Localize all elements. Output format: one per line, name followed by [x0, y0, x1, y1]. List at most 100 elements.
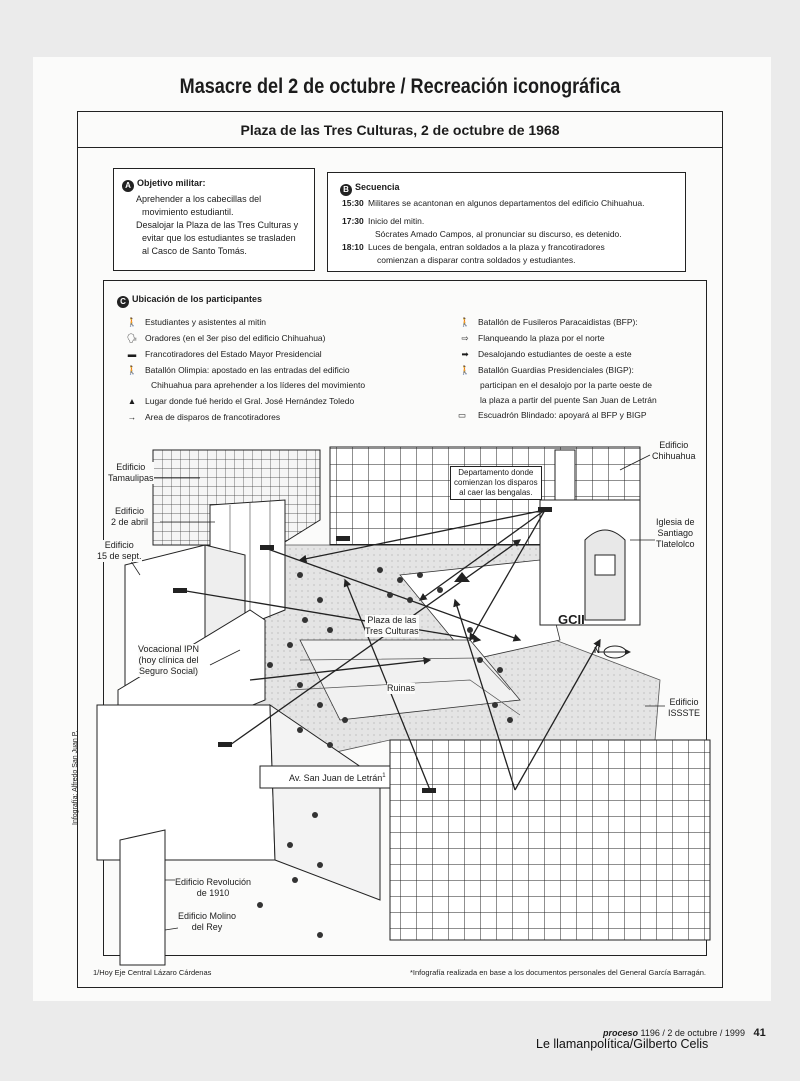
page-number: 41 [753, 1027, 766, 1039]
label-line: Vocacional IPN [138, 644, 200, 654]
sniper-markers [173, 507, 552, 793]
sequence-entry: Sócrates Amado Campos, al pronunciar su … [342, 228, 622, 241]
infographic-subtitle: Plaza de las Tres Culturas, 2 de octubre… [240, 122, 560, 138]
sequence-entry: comienzan a disparar contra soldados y e… [342, 254, 575, 267]
sequence-text: Sócrates Amado Campos, al pronunciar su … [375, 229, 622, 239]
footnote-marker: 1 [382, 773, 386, 779]
label-line: comienzan los disparos [454, 478, 538, 487]
label-line: del Rey [191, 922, 223, 932]
label-line: de 1910 [196, 888, 230, 898]
legend-item-bigp-cont1: participan en el desalojo por la parte o… [480, 380, 653, 390]
legend-label: Flanqueando la plaza por el norte [478, 333, 605, 343]
soldier-figure-icon: 🚶 [459, 365, 471, 375]
box-a-title: Objetivo militar: [137, 178, 206, 188]
sequence-entry: 17:30 Inicio del mitin. [342, 215, 424, 228]
soldier-figure-icon: 🚶 [126, 365, 138, 375]
box-a-line-4: evitar que los estudiantes se trasladen [142, 233, 296, 243]
legend-item-snipers: ▬ Francotiradores del Estado Mayor Presid… [125, 349, 322, 359]
legend-label: Francotiradores del Estado Mayor Preside… [145, 349, 322, 359]
legend-item-olimpia: 🚶 Batallón Olimpia: apostado en las entra… [125, 365, 350, 376]
tank-icon: ▭ [457, 410, 467, 420]
letter-b-badge: B [340, 184, 352, 196]
student-figure-icon: 🚶 [126, 317, 138, 327]
label-line: Tlatelolco [656, 539, 695, 549]
sniper-fire-lines [179, 509, 601, 791]
sequence-text: comienzan a disparar contra soldados y e… [377, 255, 576, 265]
sequence-text: Inicio del mitin. [368, 216, 425, 226]
label-line: Departamento donde [458, 468, 534, 477]
label-line: Edificio Molino [178, 911, 237, 921]
legend-item-students: 🚶Estudiantes y asistentes al mitin [125, 317, 266, 328]
label-line: Tamaulipas [108, 473, 154, 483]
box-a-line-3: Desalojar la Plaza de las Tres Culturas … [136, 220, 299, 230]
label-line: ISSSTE [668, 708, 701, 718]
legend-item-wounded-general: ▲Lugar donde fué herido el Gral. José He… [125, 396, 354, 406]
legend-item-bigp: 🚶Batallón Guardias Presidenciales (BIGP)… [458, 365, 634, 376]
legend-item-armored: ▭ Escuadrón Blindado: apoyará al BFP y BI… [452, 410, 647, 421]
speaker-figure-icon: 🗣 [126, 333, 138, 343]
label-line: Chihuahua [652, 451, 696, 461]
legend-item-speakers: 🗣Oradores (en el 3er piso del edificio C… [125, 333, 326, 344]
label-line: Seguro Social) [139, 666, 199, 676]
label-line: Tres Culturas [365, 626, 419, 636]
infographic-frame [77, 111, 723, 988]
arrow-right-icon: → [127, 412, 137, 422]
label-line: Plaza de las [367, 615, 417, 625]
soldier-figure-icon: 🚶 [459, 317, 471, 327]
sequence-time: 15:30 [342, 198, 364, 208]
sequence-entry: 15:30 Militares se acantonan en algunos d… [342, 197, 644, 210]
letter-c-badge: C [117, 296, 129, 308]
letter-a-badge: A [122, 180, 134, 192]
legend-item-olimpia-cont: Chihuahua para aprehender a los líderes … [151, 380, 366, 390]
label-line: (hoy clínica del [138, 655, 199, 665]
label-line: Edificio [659, 440, 689, 450]
footnote-right: *Infografía realizada en base a los docu… [410, 968, 707, 977]
page-footer: proceso 1196 / 2 de octubre / 1999 41 [603, 1027, 766, 1039]
rifle-icon: ▬ [127, 349, 137, 359]
label-line: 2 de abril [111, 517, 149, 527]
legend-item-bfp-north: ⇨Flanqueando la plaza por el norte [458, 333, 605, 344]
legend-item-bigp-cont2: la plaza a partir del puente San Juan de… [480, 395, 657, 405]
box-a-line-5: al Casco de Santo Tomás. [142, 246, 247, 256]
label-line: Edificio [116, 462, 146, 472]
ruins-area [299, 639, 521, 721]
legend-label: Batallón Olimpia: apostado en las entrad… [145, 365, 350, 375]
sequence-text: Militares se acantonan en algunos depart… [368, 198, 645, 208]
legend-item-bfp-west-east: ➡Desalojando estudiantes de oeste a este [458, 349, 631, 360]
legend-label: Lugar donde fué herido el Gral. José Her… [145, 396, 355, 406]
edificio-issste [389, 739, 711, 941]
label-avenida: Av. San Juan de Letrán1 [289, 771, 386, 784]
sequence-time: 17:30 [342, 216, 364, 226]
north-label: N [594, 646, 600, 655]
page-title: Masacre del 2 de octubre / Recreación ic… [179, 75, 621, 98]
label-line: Edificio [104, 540, 134, 550]
legend-label: Area de disparos de francotiradores [145, 412, 281, 422]
label-line: Edificio [669, 697, 699, 707]
box-c-title: Ubicación de los participantes [132, 294, 263, 304]
sequence-time: 18:10 [342, 242, 364, 252]
box-b-title: Secuencia [355, 182, 400, 192]
legend-label: Escuadrón Blindado: apoyará al BFP y BIG… [478, 410, 647, 420]
legend-item-fire-area: → Area de disparos de francotiradores [125, 412, 280, 422]
divider [77, 147, 723, 148]
label-line: Edificio [115, 506, 145, 516]
north-arrow [598, 645, 631, 659]
edificio-lower-left [96, 704, 276, 861]
